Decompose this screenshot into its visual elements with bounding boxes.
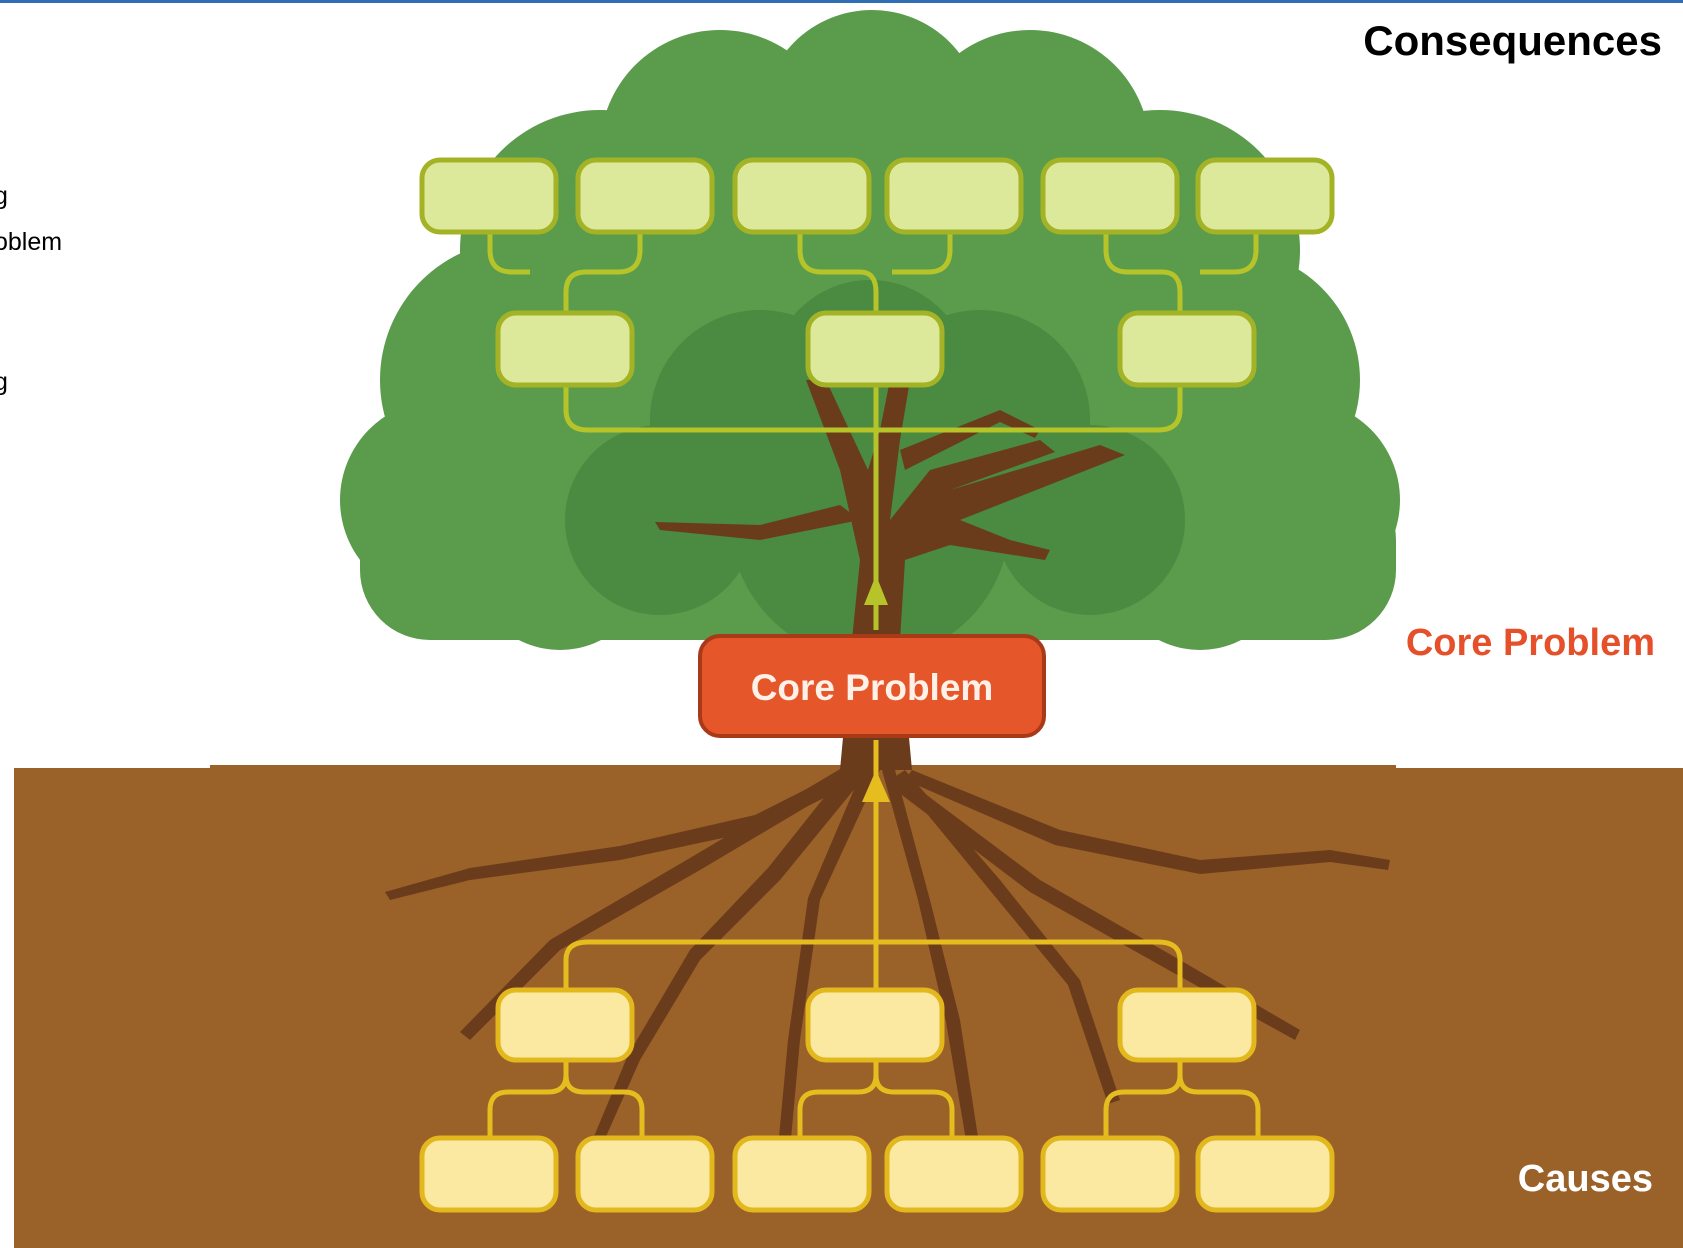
consequence-box-6 [1195,157,1335,235]
cause-box-2 [805,987,945,1063]
clipped-text-line-3: g [0,368,8,396]
cause-box-4 [419,1135,559,1213]
leaf-arrowhead [864,575,888,605]
core-problem-label: Core Problem [1405,622,1655,664]
core-problem-box-label: Core Problem [751,667,994,708]
root-arrowhead [862,770,890,802]
cause-box-5 [575,1135,715,1213]
soil-top-band [210,765,1396,773]
top-accent-rule [0,0,1683,3]
cause-box-9 [1195,1135,1335,1213]
consequence-box-1 [419,157,559,235]
cause-box-8 [1040,1135,1180,1213]
consequence-box-9 [1117,310,1257,388]
clipped-text-line-1: g [0,182,8,210]
cause-box-7 [884,1135,1024,1213]
consequence-box-2 [575,157,715,235]
cause-box-3 [1117,987,1257,1063]
cause-boxes [419,987,1335,1213]
clipped-text-line-2: oblem [0,228,63,256]
consequence-box-4 [884,157,1024,235]
consequence-boxes [419,157,1335,388]
consequence-box-7 [495,310,635,388]
consequence-box-8 [805,310,945,388]
causes-label: Causes [1517,1158,1653,1200]
cause-box-6 [732,1135,872,1213]
consequences-label: Consequences [1363,17,1662,64]
core-problem-box [698,634,1046,738]
cause-box-1 [495,987,635,1063]
consequence-box-3 [732,157,872,235]
consequence-box-5 [1040,157,1180,235]
